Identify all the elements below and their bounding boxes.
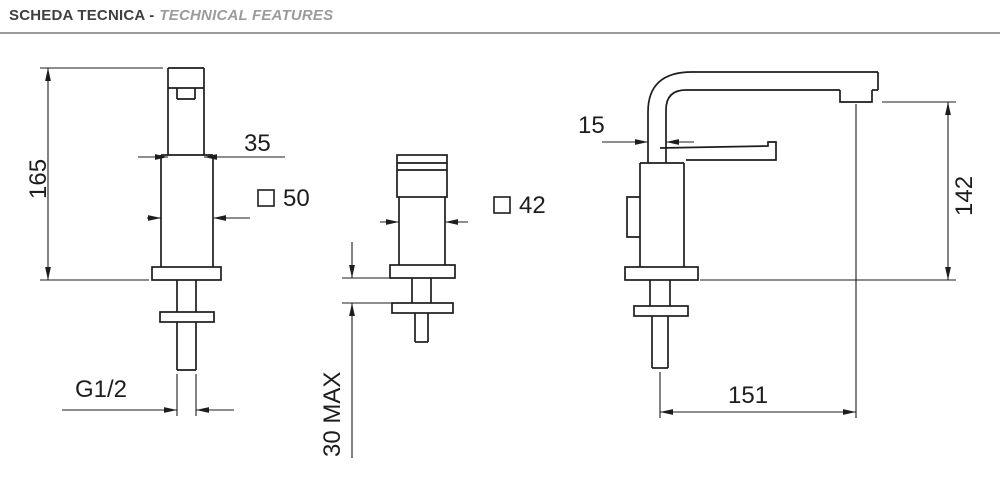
dim-side-max-thickness-label: 30 MAX xyxy=(319,372,346,457)
dim-profile-reach: 151 xyxy=(659,104,857,418)
header: SCHEDA TECNICA -TECHNICAL FEATURES xyxy=(0,0,1000,34)
square-section-symbol xyxy=(257,189,275,207)
dim-front-top-width-label: 35 xyxy=(244,130,271,157)
dim-front-thread-label: G1/2 xyxy=(75,376,127,403)
dim-profile-reach-label: 151 xyxy=(728,382,768,409)
front-view-faucet xyxy=(151,67,222,371)
dim-front-body-square: 50 xyxy=(147,185,310,221)
dim-profile-height-label: 142 xyxy=(951,176,978,216)
dim-front-height: 165 xyxy=(25,67,163,281)
header-title-secondary: TECHNICAL FEATURES xyxy=(159,7,334,24)
dim-profile-spout-depth-label: 15 xyxy=(578,112,605,139)
dim-front-thread: G1/2 xyxy=(62,374,234,416)
dim-side-body-square-label: 42 xyxy=(519,192,546,219)
profile-view-faucet xyxy=(624,71,879,369)
dim-profile-height: 142 xyxy=(700,101,978,281)
dim-profile-spout-depth: 15 xyxy=(578,112,694,145)
side-view-faucet xyxy=(389,154,456,343)
square-section-symbol xyxy=(493,196,511,214)
dim-side-body-square: 42 xyxy=(380,192,546,225)
technical-drawing: 165 35 50 G1/2 xyxy=(25,67,978,458)
dim-front-top-width: 35 xyxy=(138,130,285,160)
dim-front-body-square-label: 50 xyxy=(283,185,310,212)
dim-side-max-thickness: 30 MAX xyxy=(319,242,392,458)
header-title-primary: SCHEDA TECNICA - xyxy=(9,7,155,24)
dim-front-height-label: 165 xyxy=(25,159,52,199)
